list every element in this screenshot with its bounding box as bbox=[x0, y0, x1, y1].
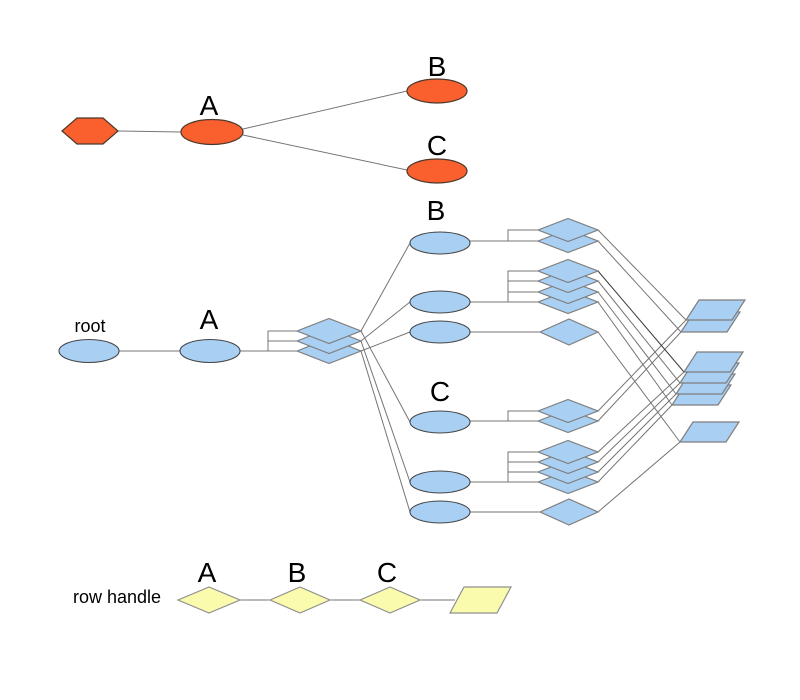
middle-node-b-label: B bbox=[427, 195, 446, 226]
middle-node-c-row3 bbox=[409, 500, 471, 524]
edge bbox=[597, 270, 685, 373]
middle-a-diamond-1 bbox=[295, 317, 363, 345]
middle-node-a-label: A bbox=[200, 304, 219, 335]
middle-c-single-diamond bbox=[538, 498, 600, 526]
top-root-hexagon-node bbox=[61, 117, 119, 145]
middle-node-c-label: C bbox=[430, 376, 450, 407]
bottom-parallelogram bbox=[448, 586, 513, 614]
top-node-a bbox=[180, 118, 244, 146]
middle-single-parallelogram bbox=[678, 421, 741, 443]
top-node-b-label: B bbox=[428, 51, 447, 82]
middle-graph: root A B C bbox=[58, 195, 747, 526]
middle-node-b bbox=[409, 231, 471, 255]
edge bbox=[360, 242, 411, 513]
top-node-c-label: C bbox=[427, 130, 447, 161]
edge bbox=[117, 90, 408, 171]
bottom-diamond-c-label: C bbox=[377, 557, 397, 588]
middle-b-single-diamond bbox=[538, 318, 600, 346]
middle-root-label: root bbox=[74, 316, 105, 336]
edge bbox=[119, 330, 297, 352]
middle-c-4stack-diamond-1 bbox=[536, 439, 600, 465]
middle-c-2stack-diamond-1 bbox=[536, 398, 600, 424]
middle-node-c bbox=[409, 410, 471, 434]
bottom-diamond-a-label: A bbox=[198, 557, 217, 588]
top-node-b bbox=[406, 78, 468, 104]
middle-b-2stack-diamond-1 bbox=[536, 217, 600, 243]
middle-root-node bbox=[58, 338, 120, 364]
middle-4stack-parallelogram-1 bbox=[682, 351, 745, 373]
bottom-diamond-b bbox=[268, 586, 332, 614]
bottom-graph: row handle A B C bbox=[73, 557, 513, 614]
middle-node-a bbox=[179, 338, 241, 364]
edge bbox=[470, 229, 540, 513]
middle-2stack-parallelogram-1 bbox=[684, 299, 747, 321]
top-graph: A B C bbox=[61, 51, 468, 184]
top-node-c bbox=[406, 158, 468, 184]
middle-b-4stack-diamond-1 bbox=[536, 258, 600, 284]
bottom-diamond-b-label: B bbox=[288, 557, 307, 588]
middle-node-b-row3 bbox=[409, 320, 471, 344]
bottom-diamond-a bbox=[176, 586, 242, 614]
middle-node-c-row2 bbox=[409, 470, 471, 494]
bottom-diamond-c bbox=[358, 586, 422, 614]
edge bbox=[597, 229, 687, 513]
middle-node-b-row2 bbox=[409, 290, 471, 314]
bottom-row-handle-label: row handle bbox=[73, 587, 161, 607]
top-node-a-label: A bbox=[200, 90, 219, 121]
